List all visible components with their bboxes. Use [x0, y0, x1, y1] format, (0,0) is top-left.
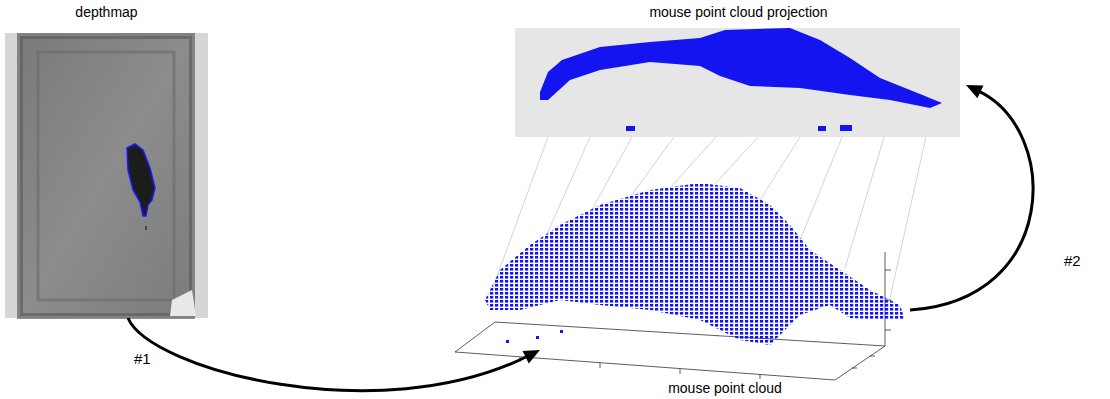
- arrow-head: [523, 350, 540, 363]
- arrow-curve: [910, 91, 1033, 310]
- depthmap-walls: [20, 36, 192, 316]
- projection-ground: [515, 28, 960, 137]
- step-number: #2: [1062, 252, 1083, 269]
- depthmap-panel: depthmap: [5, 0, 208, 320]
- cloud-point: [560, 330, 563, 333]
- panel-title: mouse point cloud: [540, 380, 910, 396]
- mouse-tail: [145, 226, 147, 230]
- panel-title: mouse point cloud projection: [515, 4, 962, 20]
- mouse-blob: [127, 144, 155, 216]
- projection-dot: [840, 125, 852, 131]
- projection-panel: [515, 28, 960, 137]
- arrow-curve: [128, 318, 527, 391]
- cloud-point: [536, 336, 539, 339]
- curved-arrow: [128, 318, 540, 391]
- depthmap-artifact: [170, 290, 196, 316]
- depthmap-frame: [5, 33, 208, 318]
- projection-panel-box: mouse point cloud projection: [515, 0, 962, 137]
- projection-dot: [626, 126, 635, 131]
- curved-arrow: [910, 85, 1033, 310]
- projection-dot: [818, 126, 826, 131]
- depthmap-image: [5, 33, 208, 318]
- projection-blob: [540, 28, 942, 108]
- panel-title: depthmap: [5, 4, 208, 20]
- depthmap-inner-edge: [38, 52, 174, 300]
- point-cloud-panel: mouse point cloud: [540, 165, 910, 397]
- cloud-point: [506, 340, 509, 343]
- arrow-head: [966, 85, 983, 98]
- step-number: #1: [132, 350, 153, 367]
- point-cloud-plot: [455, 183, 905, 380]
- point-cloud: [485, 183, 905, 345]
- depthmap-floor: [20, 36, 192, 316]
